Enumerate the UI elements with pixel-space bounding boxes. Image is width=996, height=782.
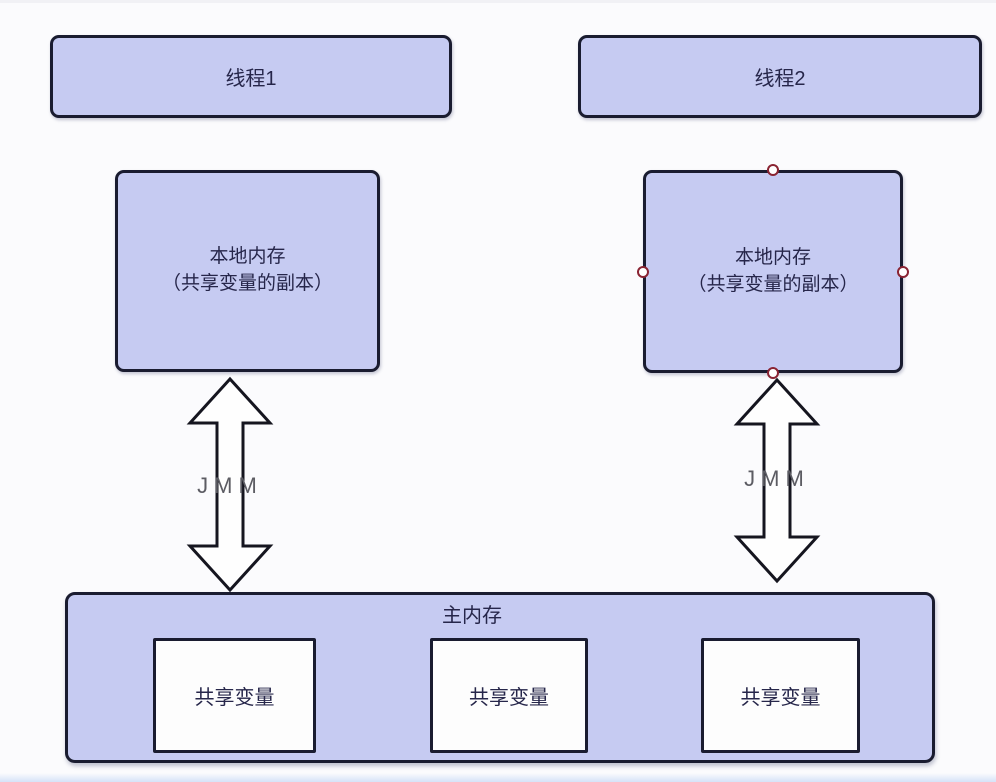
jmm-arrow-1[interactable]: JMM <box>185 376 275 593</box>
double-arrow-icon <box>733 377 821 584</box>
jmm-arrow-2-label: JMM <box>744 466 810 491</box>
shared-variable-box-2[interactable]: 共享变量 <box>430 638 588 753</box>
double-arrow-icon <box>186 376 274 593</box>
main-memory-label: 主内存 <box>442 605 502 627</box>
local-memory-2-subtitle: （共享变量的副本） <box>687 273 859 295</box>
thread-2-label: 线程2 <box>754 68 806 90</box>
shared-variable-box-1[interactable]: 共享变量 <box>153 638 316 753</box>
connection-handle-top[interactable] <box>767 164 779 176</box>
local-memory-1-subtitle: （共享变量的副本） <box>161 273 333 294</box>
local-memory-2-box[interactable]: 本地内存 （共享变量的副本） <box>637 164 909 379</box>
jmm-arrow-1-label: JMM <box>197 473 263 498</box>
local-memory-2-title: 本地内存 <box>734 246 811 268</box>
connection-handle-right[interactable] <box>897 265 909 278</box>
shared-variable-3-label: 共享变量 <box>740 687 821 709</box>
bottom-edge-strip <box>0 773 996 782</box>
top-edge-line <box>0 0 996 3</box>
jmm-arrow-2[interactable]: JMM <box>732 377 822 584</box>
shared-variable-2-label: 共享变量 <box>469 687 549 709</box>
connection-handle-bottom[interactable] <box>767 367 779 379</box>
local-memory-1-title: 本地内存 <box>209 246 286 268</box>
local-memory-1-box[interactable]: 本地内存 （共享变量的副本） <box>115 170 380 372</box>
shared-variable-box-3[interactable]: 共享变量 <box>701 638 860 753</box>
connection-handle-left[interactable] <box>637 265 649 278</box>
thread-1-box[interactable]: 线程1 <box>50 35 452 118</box>
shared-variable-1-label: 共享变量 <box>194 687 275 709</box>
thread-2-box[interactable]: 线程2 <box>578 35 982 118</box>
main-memory-box[interactable]: 主内存 共享变量 共享变量 共享变量 <box>65 592 935 763</box>
thread-1-label: 线程1 <box>225 68 277 90</box>
